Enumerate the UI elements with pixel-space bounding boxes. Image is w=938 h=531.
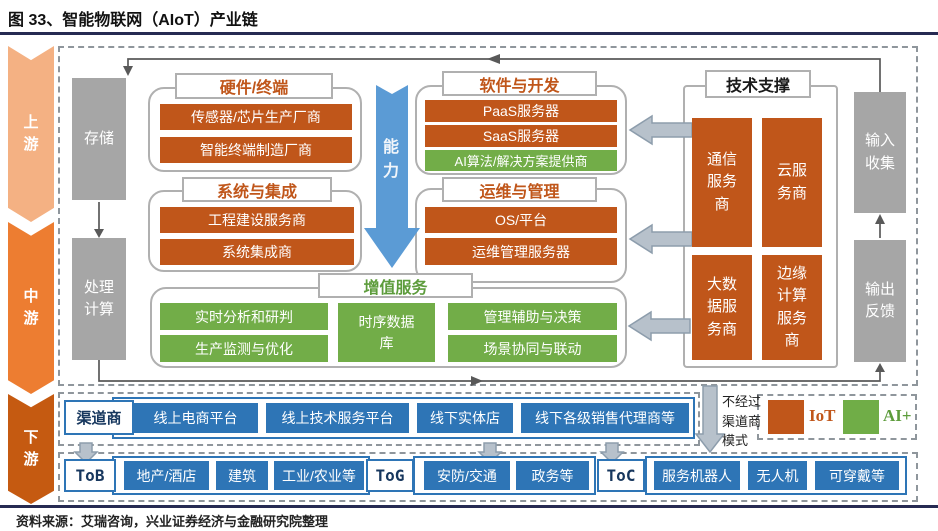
ops-item: 运维管理服务器 [425,238,617,265]
capability-text: 能力 [382,139,399,180]
value-item-label: 时序数据库 [358,313,415,351]
storage-box: 存储 [72,78,126,200]
bypass-channel-text: 不经过渠道商模式 [722,394,762,448]
ops-group-title: 运维与管理 [442,177,597,202]
tech-group-title: 技术支撑 [705,70,811,98]
arrow-storage-to-compute [94,202,104,238]
legend-iot-label: IoT [809,406,836,425]
title-divider [0,32,938,35]
stage-midstream: 中游 [8,222,54,394]
tog-item: 安防/交通 [424,461,510,490]
hardware-item: 传感器/芯片生产厂商 [160,104,352,130]
tech-item: 大数据服务商 [692,255,752,360]
system-item: 系统集成商 [160,239,354,265]
tech-item: 通信服务商 [692,118,752,247]
ai-solution-item: AI算法/解决方案提供商 [425,150,617,171]
stage-downstream: 下游 [8,394,54,504]
channel-item: 线下实体店 [417,403,513,433]
tech-to-ops-arrow [628,223,693,255]
value-item: 时序数据库 [338,303,435,362]
tech-item: 云服务商 [762,118,822,247]
tob-item: 工业/农业等 [274,461,364,490]
ops-group [415,188,627,283]
tob-label: ToB [64,459,116,492]
ops-item: OS/平台 [425,207,617,233]
tog-item: 政务等 [516,461,589,490]
channel-item: 线下各级销售代理商等 [521,403,689,433]
channel-to-tob-connector [73,442,99,465]
toc-label: ToC [597,459,645,492]
software-item: PaaS服务器 [425,100,617,122]
channel-panel [58,392,700,446]
value-item: 场景协同与联动 [448,335,617,362]
tog-label: ToG [366,459,414,492]
bypass-channel-label: 不经过渠道商模式 [722,392,766,451]
tob-item: 建筑 [216,461,268,490]
value-item: 管理辅助与决策 [448,303,617,330]
compute-label: 处理计算 [83,278,114,319]
toc-item: 无人机 [748,461,807,490]
channel-label: 渠道商 [64,400,134,435]
toc-item: 服务机器人 [654,461,740,490]
legend-box [757,394,917,440]
capability-arrow [364,85,420,268]
legend-ai-swatch [843,400,879,434]
value-group-title: 增值服务 [318,273,473,298]
stage-downstream-label: 下游 [23,428,39,469]
value-item: 实时分析和研判 [160,303,328,330]
tech-to-software-arrow [628,114,693,146]
system-group-title: 系统与集成 [182,177,332,202]
source-note: 资料来源：艾瑞咨询，兴业证券经济与金融研究院整理 [16,514,329,529]
arrow-output-to-input [875,214,885,238]
hardware-group-title: 硬件/终端 [175,73,333,99]
storage-label: 存储 [83,129,114,147]
tob-item: 地产/酒店 [124,461,209,490]
output-feedback-box: 输出反馈 [854,240,906,362]
bypass-channel-arrow [694,385,726,454]
tech-item-label: 边缘计算服务商 [776,264,807,350]
hardware-item: 智能终端制造厂商 [160,137,352,163]
system-item: 工程建设服务商 [160,207,354,233]
value-item: 生产监测与优化 [160,335,328,362]
tech-item: 边缘计算服务商 [762,255,822,360]
stage-upstream-label: 上游 [23,113,39,154]
flow-line-input-to-storage [123,54,881,92]
upstream-midstream-panel [58,46,918,386]
flow-line-compute-to-output [98,360,885,386]
tech-to-value-arrow [627,310,691,342]
toc-item: 可穿戴等 [815,461,899,490]
channel-to-toc-connector [599,442,625,465]
input-collect-label: 输入收集 [864,132,895,172]
compute-box: 处理计算 [72,238,126,360]
stage-upstream: 上游 [8,46,54,222]
tech-item-label: 云服务商 [776,162,807,202]
channel-item: 线上电商平台 [133,403,258,433]
tech-item-label: 通信服务商 [706,150,737,213]
legend-iot-swatch [768,400,804,434]
software-item: SaaS服务器 [425,125,617,147]
stage-midstream-label: 中游 [23,287,39,328]
legend-ai-label: AI+ [883,406,912,425]
tech-item-label: 大数据服务商 [706,275,737,338]
capability-arrow-label: 能力 [382,136,402,184]
footer-divider [0,505,938,508]
channel-item: 线上技术服务平台 [266,403,409,433]
input-collect-box: 输入收集 [854,92,906,213]
output-feedback-label: 输出反馈 [864,280,895,321]
software-group-title: 软件与开发 [442,71,597,96]
figure-title: 图 33、智能物联网（AIoT）产业链 [8,12,258,29]
